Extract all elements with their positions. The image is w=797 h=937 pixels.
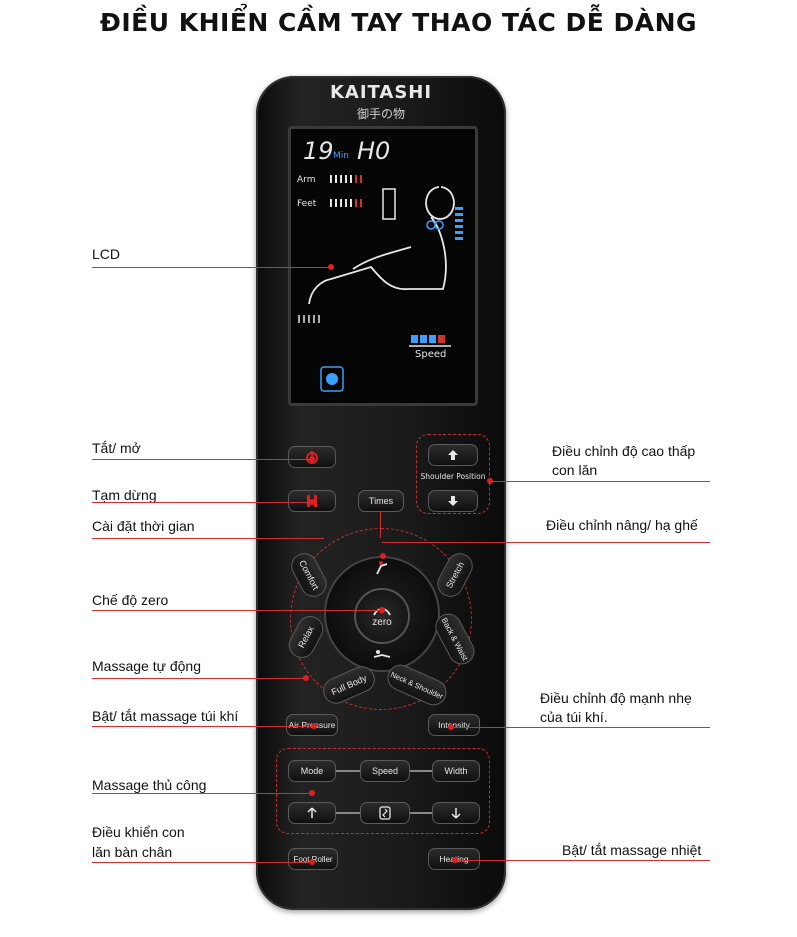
label-manual-massage: Massage thủ công [92, 777, 207, 793]
label-shoulder-2: con lăn [552, 462, 598, 478]
arrow-up-icon [307, 807, 317, 818]
callout-dot-pause [309, 499, 315, 505]
callout-dot-intensity [448, 724, 454, 730]
manual-down-button[interactable] [432, 802, 480, 824]
callout-dot-recline [380, 553, 386, 559]
callout-dot-heating [452, 857, 458, 863]
label-recline: Điều chỉnh nâng/ hạ ghế [546, 517, 698, 533]
callout-dot-airbag [311, 723, 317, 729]
callout-dot-zero [379, 607, 385, 613]
lcd-arm-label: Arm [297, 175, 316, 185]
brand-logo: KAITASHI [329, 82, 433, 103]
label-pause: Tạm dừng [92, 487, 157, 503]
label-intensity-2: của túi khí. [540, 709, 608, 725]
callout-line-airbag [92, 726, 314, 727]
callout-dot-shoulder [487, 478, 493, 484]
label-foot-roller-1: Điều khiển con [92, 824, 185, 840]
callout-line-auto [92, 678, 306, 679]
callout-line-pause [92, 502, 312, 503]
shoulder-down-button[interactable] [428, 490, 478, 512]
callout-line-power [92, 459, 312, 460]
label-heating: Bật/ tắt massage nhiệt [562, 842, 702, 858]
arm-level-bars [330, 175, 352, 183]
brand-subtitle: 御手の物 [356, 107, 405, 121]
label-auto-massage: Massage tự động [92, 658, 201, 674]
feet-level-bars [330, 199, 352, 207]
intensity-button[interactable]: Intensity [428, 714, 480, 736]
label-foot-roller-2: lăn bàn chân [92, 844, 173, 860]
width-button[interactable]: Width [432, 760, 480, 782]
lcd-time-unit: Min [333, 151, 349, 161]
lcd-graphics [298, 175, 463, 392]
zero-label: zero [372, 616, 392, 628]
lcd-code: H0 [357, 137, 391, 165]
speed-button[interactable]: Speed [360, 760, 410, 782]
label-intensity-1: Điều chỉnh độ mạnh nhẹ [540, 690, 692, 706]
label-airbag: Bật/ tắt massage túi khí [92, 708, 239, 724]
roller-icon [379, 806, 391, 820]
callout-dot-manual [309, 790, 315, 796]
lcd-time: 19 [303, 137, 334, 165]
auto-program-ring [290, 528, 472, 710]
label-lcd: LCD [92, 246, 121, 262]
callout-line-heating [455, 860, 710, 861]
label-zero-mode: Chế độ zero [92, 592, 169, 608]
lcd-feet-label: Feet [297, 199, 317, 209]
label-shoulder-1: Điều chỉnh độ cao thấp [552, 443, 696, 459]
lcd-screen: 19 Min H0 Arm Feet [288, 126, 478, 406]
recline-up-button[interactable] [368, 554, 396, 580]
recline-down-icon [373, 650, 391, 658]
lcd-speed-label: Speed [415, 349, 447, 360]
callout-line-recline [382, 542, 710, 543]
mode-button[interactable]: Mode [288, 760, 336, 782]
shoulder-position-label: Shoulder Position [420, 472, 486, 481]
shoulder-position-group [416, 434, 490, 514]
page-title: ĐIỀU KHIỂN CẦM TAY THAO TÁC DỄ DÀNG [99, 8, 698, 37]
timer-button[interactable]: Times [358, 490, 404, 512]
zero-button[interactable]: zero [354, 588, 410, 644]
callout-line-lcd [92, 267, 330, 268]
speed-bars [411, 335, 436, 343]
arrow-down-icon [451, 808, 461, 819]
shoulder-up-button[interactable] [428, 444, 478, 466]
callout-line-timer-up [380, 512, 381, 538]
arrow-up-icon [448, 450, 458, 460]
recline-up-icon [376, 561, 388, 575]
manual-massage-group [276, 748, 490, 834]
recline-down-button[interactable] [368, 642, 396, 666]
callout-line-intensity [450, 727, 710, 728]
pause-icon [307, 495, 317, 507]
callout-dot-foot [309, 859, 315, 865]
remote-control: KAITASHI 御手の物 19 Min H0 Arm Feet [256, 76, 506, 910]
callout-dot-auto [303, 675, 309, 681]
label-timer: Cài đặt thời gian [92, 518, 195, 534]
manual-roller-button[interactable] [360, 802, 410, 824]
callout-line-zero [92, 610, 382, 611]
callout-line-shoulder [490, 481, 710, 482]
callout-line-timer [92, 538, 324, 539]
callout-line-manual [92, 793, 312, 794]
label-power: Tắt/ mở [92, 440, 141, 456]
callout-dot-lcd [328, 264, 334, 270]
callout-dot-power [309, 456, 315, 462]
arrow-down-icon [448, 496, 458, 506]
manual-up-button[interactable] [288, 802, 336, 824]
callout-line-foot [92, 862, 312, 863]
